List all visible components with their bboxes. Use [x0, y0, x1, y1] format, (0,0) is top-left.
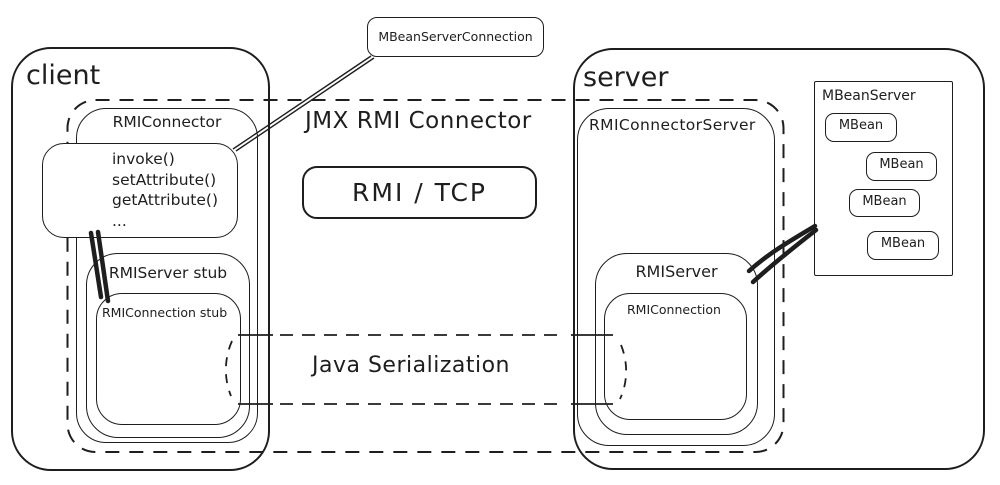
rmi-connection-label: RMIConnection [627, 302, 721, 317]
method-line: ... [112, 211, 127, 230]
mbean-server-connection-label: MBeanServerConnection [378, 29, 533, 44]
rmi-server-stub-label: RMIServer stub [108, 264, 228, 282]
mbean-label: MBean [879, 157, 924, 172]
jmx-rmi-connector-label: JMX RMI Connector [305, 108, 532, 134]
mbean-box [867, 231, 939, 260]
mbean-box [866, 152, 937, 181]
mbean-label: MBean [862, 194, 907, 209]
mbean-server-label: MBeanServer [822, 88, 916, 104]
mbean-box [825, 113, 897, 142]
client-label: client [26, 60, 101, 91]
method-line: getAttribute() [112, 191, 218, 209]
invoke-methods-list: invoke() setAttribute() getAttribute() .… [112, 149, 218, 231]
rmi-tcp-label: RMI / TCP [352, 178, 487, 207]
client-box [11, 47, 270, 471]
rmi-server-label: RMIServer [635, 262, 718, 281]
mbean-server-connection-box [367, 17, 544, 57]
rmi-connector-box [76, 108, 258, 443]
method-line: setAttribute() [112, 170, 217, 189]
server-label: server [583, 62, 669, 93]
rmi-connection-stub-box [96, 293, 241, 425]
mbean-box [849, 189, 920, 217]
rmi-connection-box [604, 293, 747, 420]
method-line: invoke() [112, 150, 175, 168]
rmi-server-box [595, 253, 758, 435]
java-serialization-label: Java Serialization [312, 353, 510, 378]
server-box [573, 48, 985, 470]
mbean-label: MBean [880, 236, 926, 251]
invoke-methods-box [42, 143, 238, 238]
rmi-tcp-box [302, 166, 537, 219]
mbean-label: MBean [838, 118, 884, 133]
rmi-connector-label: RMIConnector [112, 113, 222, 131]
rmi-connection-stub-label: RMIConnection stub [102, 305, 228, 320]
rmi-connector-server-label: RMIConnectorServer [589, 116, 756, 134]
rmi-server-stub-box [86, 253, 250, 438]
